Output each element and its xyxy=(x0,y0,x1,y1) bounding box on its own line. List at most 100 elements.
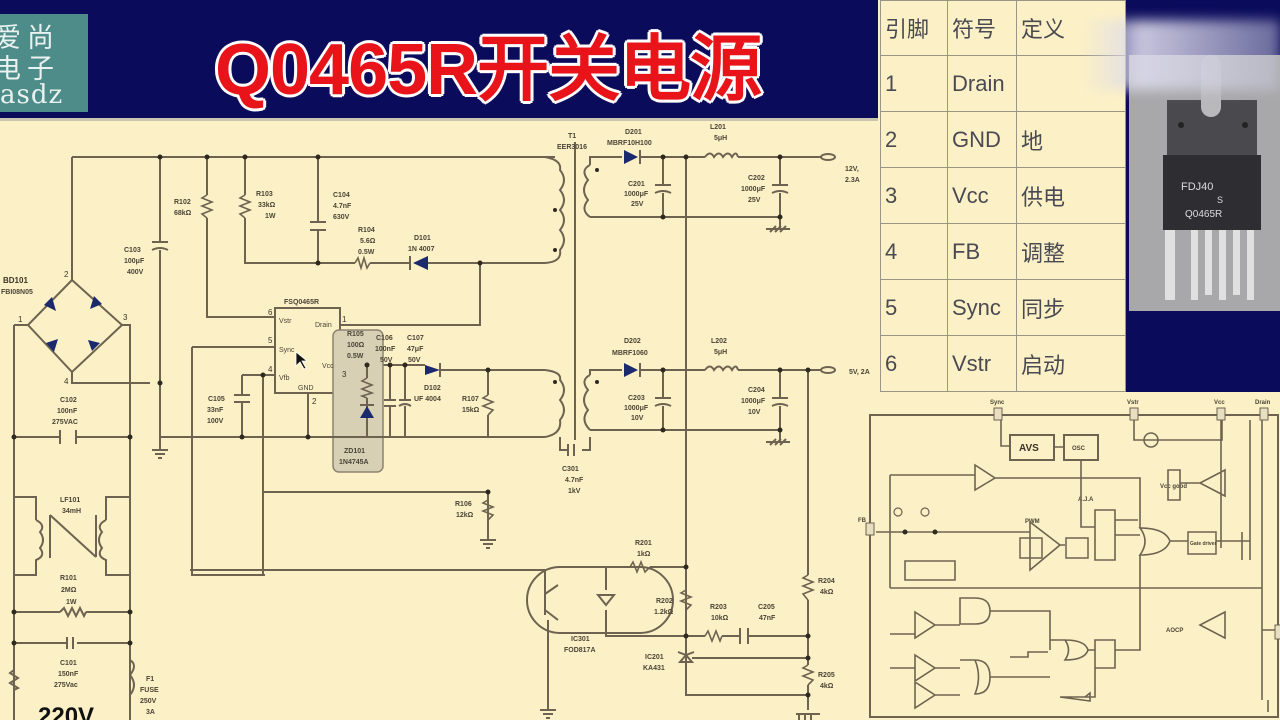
component-labels: T1 EER3016 D201 MBRF10H100 L201 5μH C201… xyxy=(1,124,870,720)
bd-pin-vstr: Vstr xyxy=(1127,400,1139,406)
cell-symbol: Drain xyxy=(947,55,1017,112)
label-r103-w: 1W xyxy=(265,213,276,220)
label-l201-val: 5μH xyxy=(714,135,727,142)
label-c106: C106 xyxy=(376,335,393,342)
pin-label-sync: Sync xyxy=(279,347,295,354)
label-d102-type: UF 4004 xyxy=(414,396,441,403)
svg-text:4: 4 xyxy=(64,377,69,386)
resistor-r103 xyxy=(237,194,253,219)
bd-vcc-good-label: Vcc good xyxy=(1160,484,1187,490)
label-d202-type: MBRF1060 xyxy=(612,350,648,357)
label-r203: R203 xyxy=(710,604,727,611)
label-r204-val: 4kΩ xyxy=(820,589,834,596)
svg-text:2: 2 xyxy=(312,397,317,406)
svg-text:5: 5 xyxy=(268,336,273,345)
cell-symbol: GND xyxy=(947,111,1017,168)
label-c106-v: 50V xyxy=(380,357,393,364)
label-lf101: LF101 xyxy=(60,497,80,504)
label-c105-val: 33nF xyxy=(207,407,224,414)
label-c301: C301 xyxy=(562,466,579,473)
cell-pin: 5 xyxy=(880,279,948,336)
optocoupler-outline xyxy=(526,566,674,634)
label-r103-val: 33kΩ xyxy=(258,202,276,209)
label-r201-val: 1kΩ xyxy=(637,551,651,558)
svg-text:3: 3 xyxy=(123,313,128,322)
svg-text:4: 4 xyxy=(268,365,273,374)
cell-pin: 3 xyxy=(880,167,948,224)
label-zd101-type: 1N4745A xyxy=(339,459,369,466)
label-r104-w: 0.5W xyxy=(358,249,375,256)
bd-aocp-label: AOCP xyxy=(1166,628,1183,634)
title-banner xyxy=(0,0,878,118)
resistor-r104 xyxy=(354,255,371,271)
label-d201-type: MBRF10H100 xyxy=(607,140,652,147)
table-row: 5 Sync 同步 xyxy=(880,279,1126,336)
label-c107-v: 50V xyxy=(408,357,421,364)
label-ic301-type: FOD817A xyxy=(564,647,596,654)
logo-line-1: 爱尚 xyxy=(0,23,60,54)
logo-line-3: asdz xyxy=(0,80,64,110)
svg-text:2: 2 xyxy=(64,270,69,279)
label-c202-val: 1000μF xyxy=(741,186,766,193)
label-d201: D201 xyxy=(625,129,642,136)
cell-definition: 调整 xyxy=(1016,223,1126,280)
bd-avs-block: AVS xyxy=(1019,443,1039,454)
bd-pwm-label: PWM xyxy=(1025,519,1040,525)
mouse-cursor-icon xyxy=(295,351,309,370)
label-r104-val: 5.6Ω xyxy=(360,238,376,245)
label-c101-val: 150nF xyxy=(58,671,79,678)
label-f1: F1 xyxy=(146,676,154,683)
label-ic201: IC201 xyxy=(645,654,664,661)
chip-marking-2: S xyxy=(1217,195,1223,205)
label-t1: T1 xyxy=(568,133,576,140)
diode-d201 xyxy=(624,150,638,164)
resistor-r106 xyxy=(480,499,496,521)
logo-line-2: 电子 xyxy=(0,54,60,85)
label-d202: D202 xyxy=(624,338,641,345)
label-r105-val: 100Ω xyxy=(347,342,365,349)
cell-symbol: Vcc xyxy=(947,167,1017,224)
junction-dots xyxy=(11,154,811,698)
label-c204-val: 1000μF xyxy=(741,398,766,405)
label-r205-val: 4kΩ xyxy=(820,683,834,690)
label-r105-w: 0.5W xyxy=(347,353,364,360)
ic-package-image: FDJ40 S Q0465R xyxy=(1129,55,1280,311)
label-d101-type: 1N 4007 xyxy=(408,246,435,253)
label-c103: C103 xyxy=(124,247,141,254)
page-title: Q0465R开关电源 xyxy=(215,30,762,110)
label-c103-val: 100μF xyxy=(124,258,145,265)
label-c201-v: 25V xyxy=(631,201,644,208)
cell-pin: 6 xyxy=(880,335,948,392)
resistors xyxy=(199,194,816,686)
label-c202-v: 25V xyxy=(748,197,761,204)
bd-pin-sync: Sync xyxy=(990,400,1005,406)
pin-label-vcc: Vcc xyxy=(322,363,334,370)
label-c204-v: 10V xyxy=(748,409,761,416)
label-r101-val: 2MΩ xyxy=(61,587,77,594)
bd-osc-block: OSC xyxy=(1072,446,1086,452)
label-c104-v: 630V xyxy=(333,214,350,221)
label-d102: D102 xyxy=(424,385,441,392)
label-c103-v: 400V xyxy=(127,269,144,276)
label-5v-output: 5V, 2A xyxy=(849,369,870,376)
pin-label-vstr: Vstr xyxy=(279,318,292,325)
label-c105: C105 xyxy=(208,396,225,403)
svg-text:1: 1 xyxy=(342,315,347,324)
video-glare-overlay xyxy=(1080,20,1280,90)
label-bd101: BD101 xyxy=(3,276,28,285)
resistor-r201 xyxy=(629,559,651,575)
label-r106-val: 12kΩ xyxy=(456,512,474,519)
pin-label-drain: Drain xyxy=(315,322,332,329)
cell-pin: 2 xyxy=(880,111,948,168)
pin-label-vfb: Vfb xyxy=(279,375,290,382)
cell-pin: 1 xyxy=(880,55,948,112)
label-r104: R104 xyxy=(358,227,375,234)
zener-zd101 xyxy=(360,406,374,418)
header-symbol: 符号 xyxy=(947,0,1017,56)
resistor-r202 xyxy=(678,589,694,611)
label-f1-v: 250V xyxy=(140,698,157,705)
banner-divider xyxy=(0,118,878,121)
wires xyxy=(8,142,836,720)
label-l202: L202 xyxy=(711,338,727,345)
label-r103: R103 xyxy=(256,191,273,198)
